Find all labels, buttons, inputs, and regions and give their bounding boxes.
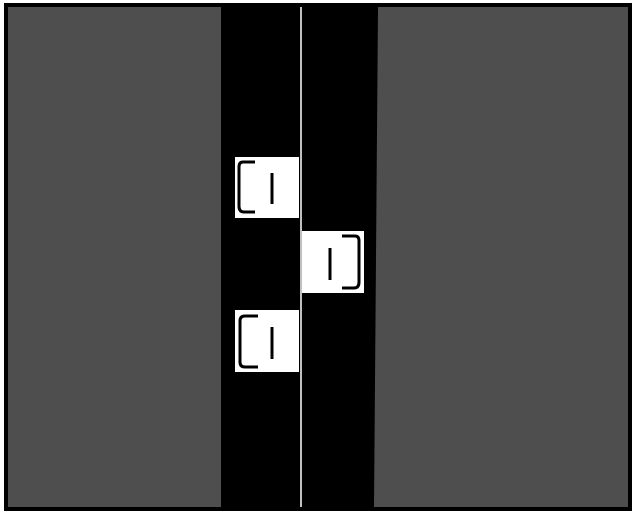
- car-1: [235, 157, 299, 218]
- car-3-body: [235, 310, 299, 372]
- left-grass-verge: [8, 7, 222, 507]
- car-2-body: [302, 231, 364, 293]
- right-grass-verge: [376, 7, 628, 507]
- car-3: [235, 310, 299, 372]
- car-2: [302, 231, 364, 293]
- car-1-body: [235, 157, 299, 218]
